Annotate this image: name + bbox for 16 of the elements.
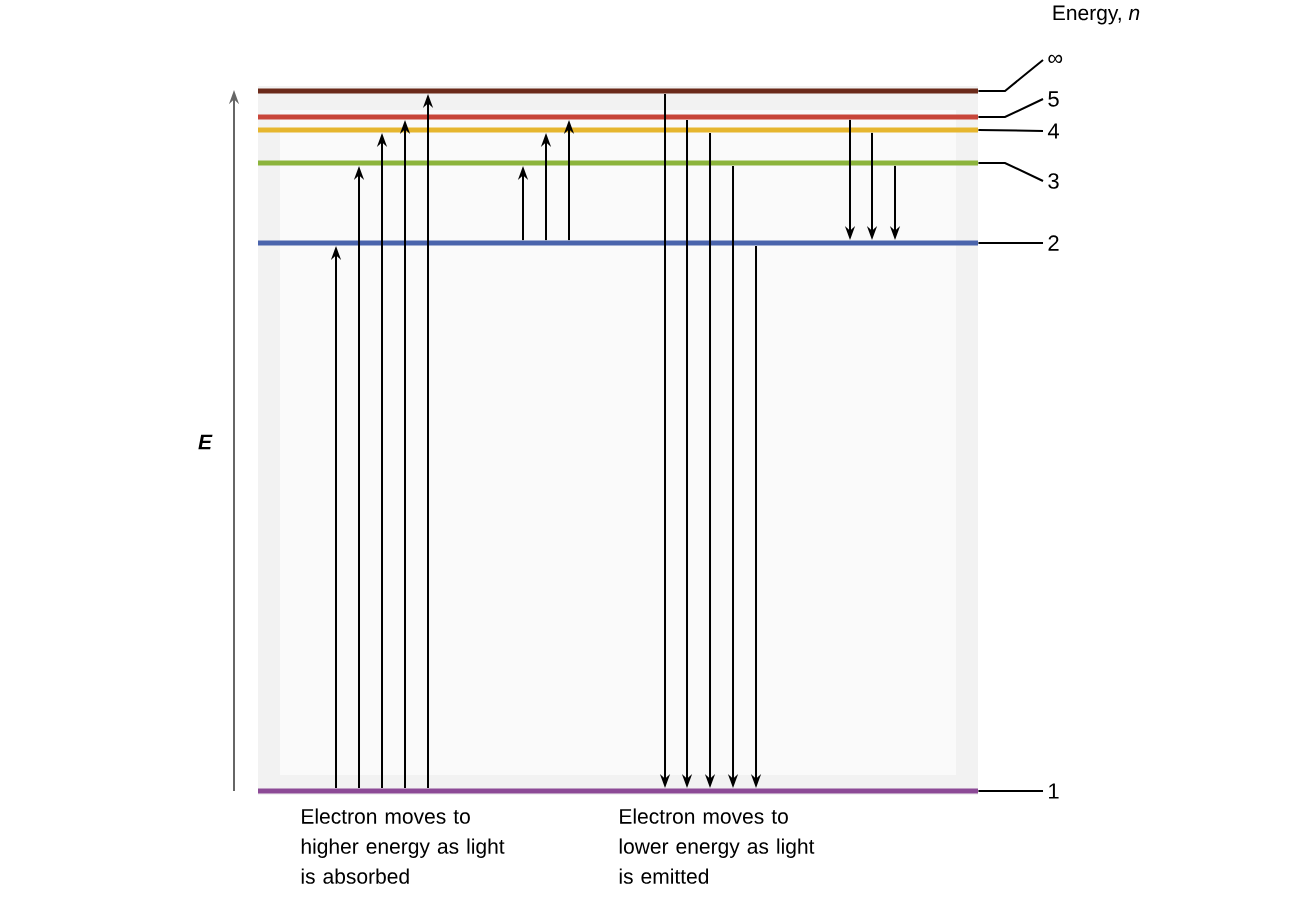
level-number: 5 bbox=[1048, 91, 1059, 107]
leader-line bbox=[977, 98, 1044, 118]
caption-text: Electron moves to higher energy as light is absorbed bbox=[301, 808, 505, 884]
level-number: 2 bbox=[1048, 235, 1059, 251]
level-number: ∞ bbox=[1048, 54, 1063, 64]
leader-line bbox=[977, 790, 1044, 792]
level-number: 4 bbox=[1047, 123, 1059, 139]
leader-line bbox=[977, 129, 1044, 132]
level-number: 3 bbox=[1048, 173, 1059, 189]
axis-label: E bbox=[198, 434, 213, 450]
leader-line bbox=[977, 242, 1044, 244]
heading: Energy, n bbox=[1053, 5, 1140, 25]
caption-text: Electron moves to lower energy as light is emitted bbox=[619, 808, 815, 884]
leader-line bbox=[977, 59, 1044, 92]
level-number: 1 bbox=[1049, 783, 1059, 799]
leader-line bbox=[977, 162, 1044, 182]
